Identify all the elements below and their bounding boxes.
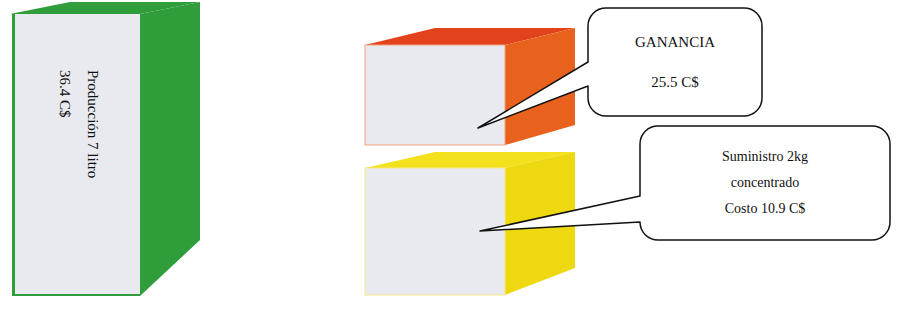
callout-text: Suministro 2kg concentradoCosto 10.9 C$ bbox=[640, 126, 890, 240]
production-box: Producción 7 litro36.4 C$ bbox=[12, 14, 140, 296]
callout-outline bbox=[478, 8, 762, 128]
callout-shape bbox=[588, 8, 762, 116]
green-block bbox=[10, 2, 200, 296]
callout-box: GANANCIA25.5 C$ bbox=[588, 8, 762, 116]
rotated-label-group: Producción 7 litro36.4 C$ bbox=[51, 70, 107, 178]
callout-text-line: GANANCIA bbox=[635, 22, 715, 62]
callout-text-line: 25.5 C$ bbox=[651, 62, 699, 102]
green-side bbox=[140, 2, 200, 296]
red-block bbox=[365, 28, 575, 145]
value-label: 36.4 C$ bbox=[51, 70, 79, 178]
production-label: Producción 7 litro bbox=[79, 70, 107, 178]
callout-box: Suministro 2kg concentradoCosto 10.9 C$ bbox=[640, 126, 890, 240]
callout-text-line: Costo 10.9 C$ bbox=[725, 196, 806, 222]
callout-text-line: Suministro 2kg concentrado bbox=[690, 144, 840, 196]
callout-text: GANANCIA25.5 C$ bbox=[588, 8, 762, 116]
callout-outline bbox=[480, 126, 890, 240]
red-front bbox=[365, 45, 505, 145]
